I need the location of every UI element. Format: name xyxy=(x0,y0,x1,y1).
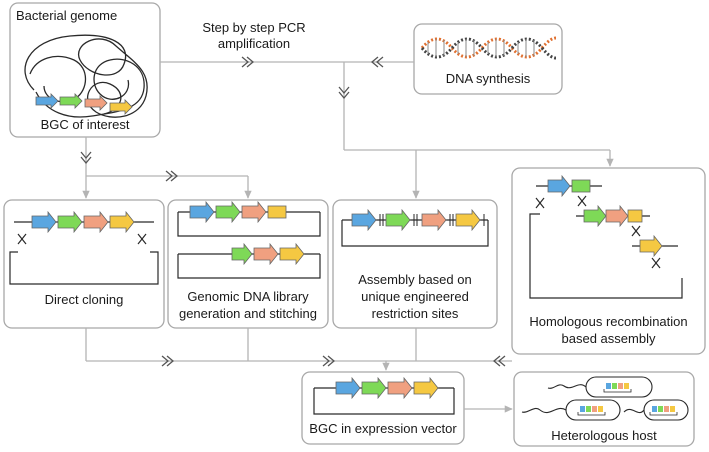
dna-synthesis-label: DNA synthesis xyxy=(445,71,531,86)
pcr-label-line1: Step by step PCR xyxy=(202,20,306,35)
restriction-label-line1: Assembly based on xyxy=(358,272,472,287)
direct-cloning-box xyxy=(3,199,165,329)
homologous-construct xyxy=(529,174,683,299)
homologous-label-line1: Homologous recombination xyxy=(529,314,688,329)
expression-vector-label: BGC in expression vector xyxy=(309,421,457,436)
restriction-construct xyxy=(341,208,489,247)
library-label-line1: Genomic DNA library xyxy=(187,289,309,304)
chevron-icons xyxy=(80,56,506,367)
homologous-box xyxy=(511,167,706,355)
bgc-of-interest-label: BGC of interest xyxy=(40,117,130,132)
host-plasmid-genes xyxy=(580,383,675,412)
bacterial-genome-label: Bacterial genome xyxy=(16,8,118,23)
restriction-box xyxy=(332,199,498,329)
host-plasmid-loops xyxy=(577,389,678,416)
library-constructs xyxy=(177,200,321,279)
direct-cloning-label: Direct cloning xyxy=(44,292,124,307)
dna-helix-icon xyxy=(420,36,557,60)
heterologous-host-label: Heterologous host xyxy=(551,428,657,443)
pcr-label-line2: amplification xyxy=(217,36,291,51)
homologous-label-line2: based assembly xyxy=(561,331,656,346)
dna-synthesis-box xyxy=(413,23,563,95)
restriction-label-line2: unique engineered xyxy=(361,289,469,304)
genome-bgc-genes xyxy=(35,93,133,115)
restriction-label-line3: restriction sites xyxy=(371,306,459,321)
library-label-line2: generation and stitching xyxy=(178,306,318,321)
direct-cloning-construct xyxy=(9,210,159,285)
expression-vector-construct xyxy=(313,376,455,415)
